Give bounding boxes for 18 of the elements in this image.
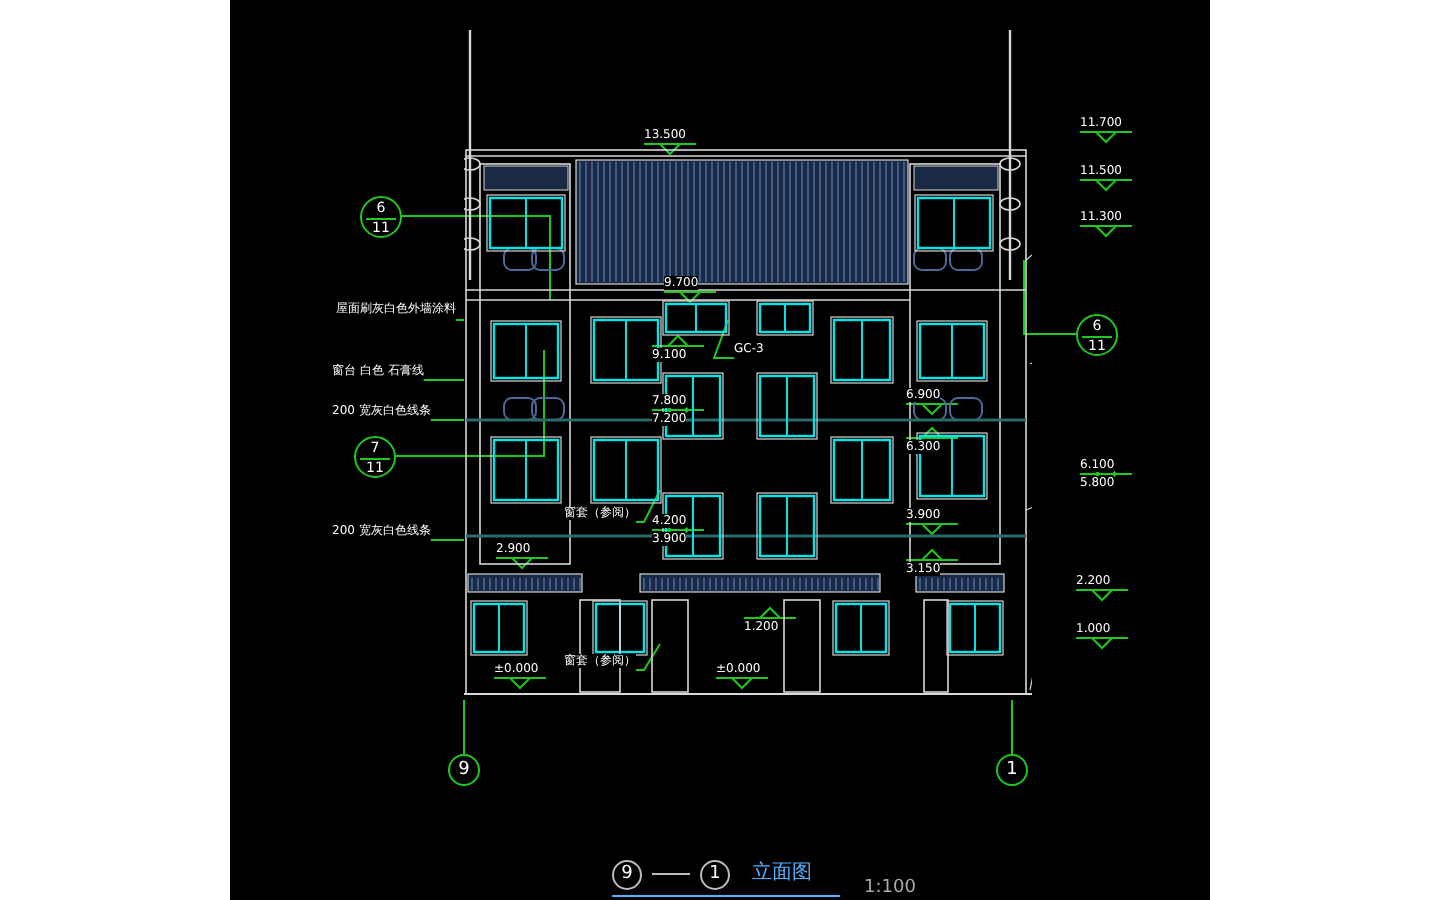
leader-line	[429, 419, 465, 421]
leader-line	[635, 489, 661, 523]
title-text: 立面图	[752, 862, 812, 886]
leader-line	[395, 349, 545, 457]
leader-line	[712, 319, 735, 359]
leader-line	[401, 215, 551, 301]
axis-callout-circle: 1	[996, 754, 1028, 786]
scale-text: 1:100	[864, 882, 916, 896]
leader-line	[422, 379, 465, 381]
leader-line	[1011, 699, 1013, 755]
axis-number-circle: 9	[612, 860, 642, 890]
leader-line	[429, 539, 465, 541]
leader-line	[455, 319, 465, 321]
leader-line	[635, 643, 661, 671]
leader-line	[1023, 259, 1077, 335]
axis-number-circle: 1	[700, 860, 730, 890]
leader-line	[463, 699, 465, 755]
axis-callout-circle: 9	[448, 754, 480, 786]
